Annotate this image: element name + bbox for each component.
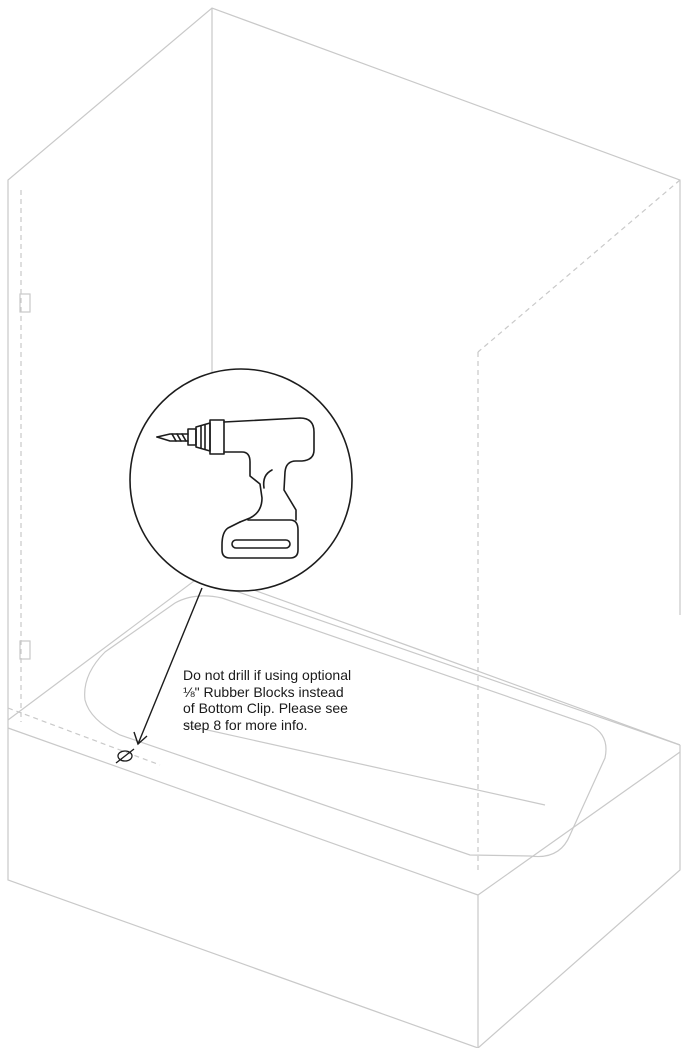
glass-panel-edges (7, 179, 681, 872)
leader-arrow (133, 587, 203, 746)
drill-icon (156, 417, 315, 559)
drill-callout (129, 368, 353, 592)
enclosure-outline (7, 7, 681, 746)
note-line-4: step 8 for more info. (183, 716, 308, 733)
bathtub (7, 577, 681, 1048)
note-line-2: ⅛" Rubber Blocks instead (183, 683, 344, 700)
note-line-1: Do not drill if using optional (183, 667, 352, 683)
instruction-note: Do not drill if using optional ⅛" Rubber… (183, 667, 423, 733)
drill-hole-marker-icon (115, 748, 135, 764)
note-line-3: of Bottom Clip. Please see (183, 700, 348, 716)
hinge-icon (19, 293, 31, 660)
